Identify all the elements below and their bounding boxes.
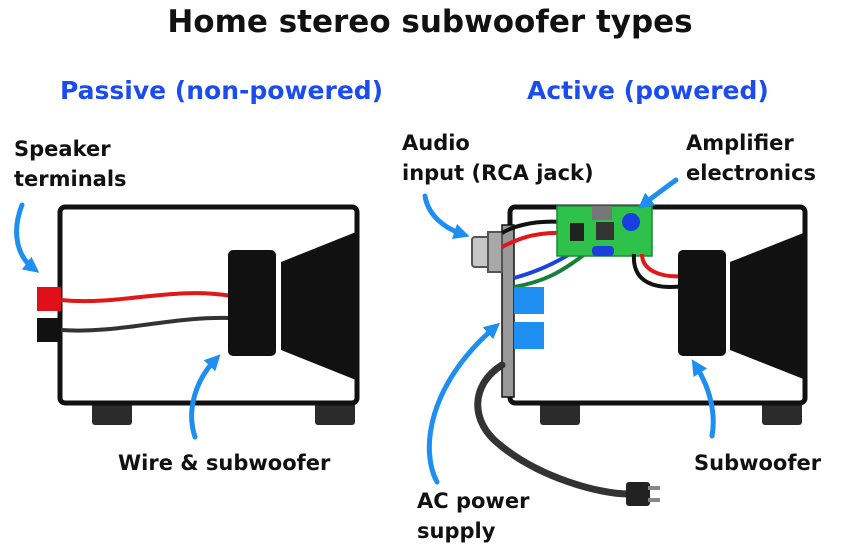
passive-heading: Passive (non-powered): [60, 76, 384, 105]
audio-input-label-line-1: Audio: [402, 131, 470, 155]
audio-input-label: Audio input (RCA jack): [402, 128, 594, 188]
amplifier-label-line-2: electronics: [686, 161, 817, 185]
amplifier-label: Amplifier electronics: [686, 128, 816, 188]
passive-enclosure: [57, 204, 360, 425]
amplifier-capacitor: [622, 213, 640, 231]
amplifier-board: [556, 205, 653, 257]
amplifier-label-line-1: Amplifier: [686, 131, 794, 155]
passive-terminals: [37, 287, 61, 342]
rca-jack: [471, 231, 503, 273]
terminal-red: [37, 287, 61, 311]
speaker-terminals-label-line-1: Speaker: [14, 137, 111, 161]
passive-foot-left: [92, 402, 132, 425]
wire-subwoofer-label: Wire & subwoofer: [118, 451, 331, 475]
amplifier-regulator: [596, 222, 614, 240]
passive-wire-black: [60, 315, 233, 333]
active-speaker-magnet: [678, 250, 726, 356]
active-foot-left: [540, 402, 580, 425]
power-cord: [474, 361, 660, 506]
ac-power-arrow: [426, 322, 501, 485]
passive-speaker-cone: [281, 232, 356, 380]
amplifier-arrow: [637, 177, 679, 209]
passive-foot-right: [315, 402, 355, 425]
page-title: Home stereo subwoofer types: [167, 4, 693, 40]
rear-panel: [501, 224, 515, 398]
passive-wire-red: [60, 291, 233, 304]
audio-input-label-line-2: input (RCA jack): [402, 161, 594, 185]
amplifier-heatsink: [592, 206, 612, 220]
passive-subwoofer: [228, 232, 356, 380]
subwoofer-arrow: [691, 359, 716, 439]
power-cord-cable: [474, 361, 632, 498]
speaker-terminals-label: Speaker terminals: [14, 134, 127, 194]
active-subwoofer: [678, 232, 806, 380]
rca-wire-red: [501, 230, 563, 249]
power-plug-prong-top: [648, 486, 660, 490]
amplifier-connector: [592, 246, 614, 256]
terminals-arrow: [14, 202, 40, 273]
active-speaker-cone: [730, 232, 806, 380]
ac-power-label: AC power supply: [417, 486, 529, 546]
audio-input-arrow: [422, 193, 470, 240]
ac-power-label-line-2: supply: [417, 519, 496, 543]
subwoofer-label: Subwoofer: [694, 451, 822, 475]
wire-subwoofer-arrow: [189, 354, 221, 440]
rca-jack-collar: [487, 231, 503, 273]
speaker-wire-black: [631, 253, 685, 289]
amplifier-chip: [570, 223, 584, 241]
rca-wire-black: [500, 219, 563, 235]
terminal-black: [37, 318, 61, 342]
speaker-terminals-label-line-2: terminals: [14, 167, 127, 191]
active-heading: Active (powered): [527, 76, 769, 105]
power-connector-upper: [514, 287, 544, 314]
active-foot-right: [762, 402, 802, 425]
ac-power-label-line-1: AC power: [417, 489, 530, 513]
passive-speaker-magnet: [228, 250, 276, 356]
power-plug-prong-bottom: [648, 498, 660, 502]
power-connector-lower: [514, 322, 544, 349]
power-plug-body: [626, 482, 650, 506]
